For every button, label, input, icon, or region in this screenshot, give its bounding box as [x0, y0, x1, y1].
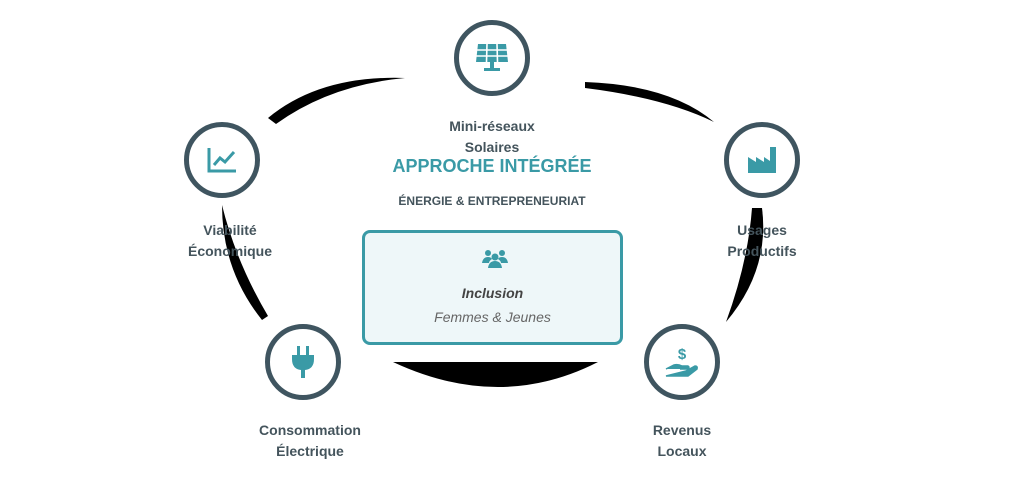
plug-icon	[292, 346, 314, 378]
arrow-left	[222, 205, 268, 320]
label-line: Consommation	[259, 422, 361, 438]
factory-icon	[748, 147, 776, 173]
label-line: Économique	[187, 243, 272, 259]
diagram-subtitle: ÉNERGIE & ENTREPRENEURIAT	[398, 194, 586, 208]
arrow-bottom	[393, 362, 598, 387]
label-line: Usages	[737, 222, 787, 238]
svg-text:$: $	[678, 346, 687, 363]
center-subtitle: Femmes & Jeunes	[434, 309, 551, 325]
label-line: Locaux	[657, 443, 707, 459]
label-line: Solaires	[464, 139, 520, 155]
hand-dollar-icon: $	[665, 346, 698, 377]
label-line: Mini-réseaux	[449, 118, 535, 134]
node-viability	[184, 122, 260, 198]
label-line: Revenus	[652, 422, 712, 438]
node-revenue: $	[644, 324, 720, 400]
chart-line-icon	[207, 148, 236, 173]
center-title: Inclusion	[461, 285, 524, 301]
label-line: Productifs	[727, 243, 797, 259]
arrow-top-left	[268, 77, 405, 124]
node-consumption	[265, 324, 341, 400]
label-line: Électrique	[276, 443, 344, 459]
diagram-title: APPROCHE INTÉGRÉE	[392, 156, 592, 176]
users-icon	[482, 250, 508, 268]
arrow-right	[726, 208, 764, 322]
node-solar	[454, 20, 530, 96]
node-productive	[724, 122, 800, 198]
solar-panel-icon	[476, 43, 508, 71]
center-box: Inclusion Femmes & Jeunes	[362, 230, 623, 345]
label-line: Viabilité	[203, 222, 257, 238]
arrow-top-right	[585, 82, 714, 122]
